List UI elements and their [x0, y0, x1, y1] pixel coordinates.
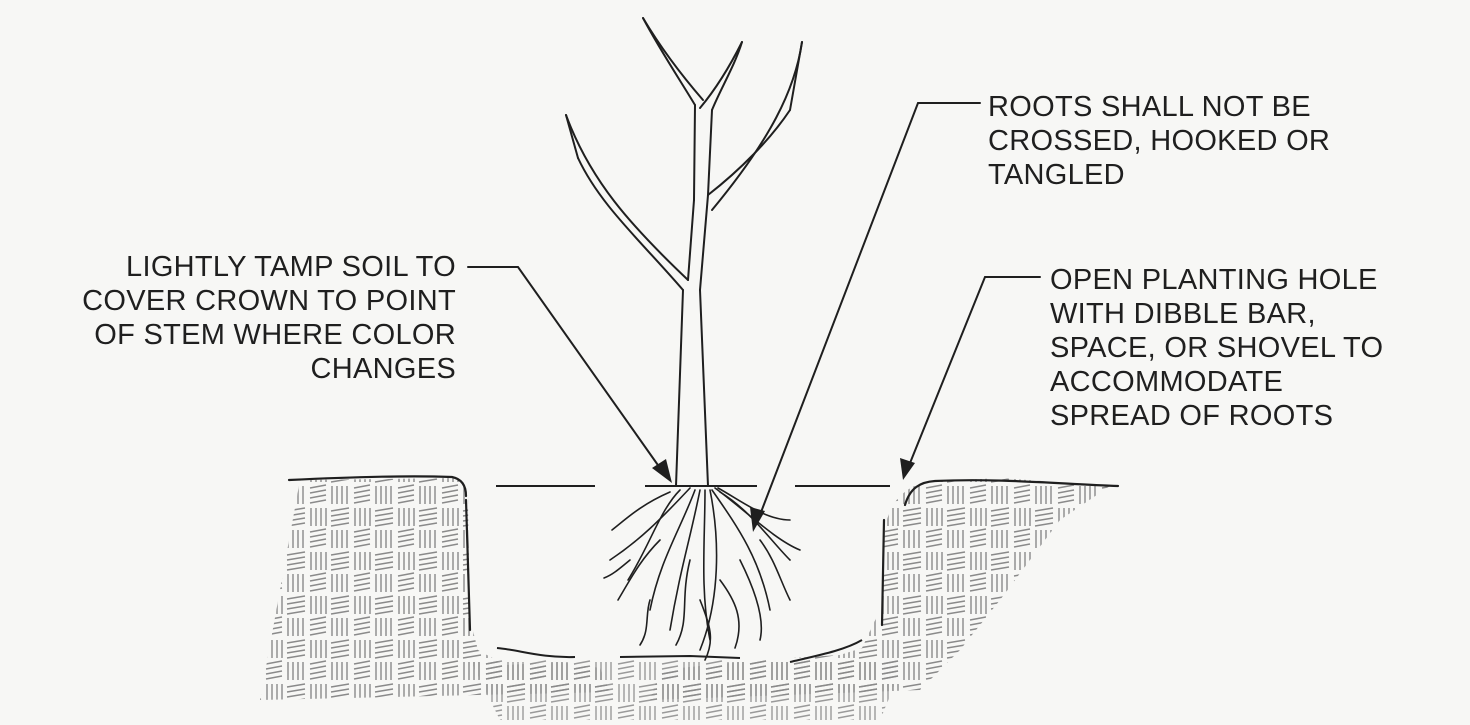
callout-tamp-soil-line-1: LIGHTLY TAMP SOIL TO	[40, 250, 456, 284]
callout-planting-hole-line-3: SPACE, OR SHOVEL TO	[1050, 331, 1383, 365]
callout-planting-hole-line-5: SPREAD OF ROOTS	[1050, 399, 1383, 433]
callout-planting-hole-line-2: WITH DIBBLE BAR,	[1050, 297, 1383, 331]
callout-roots-line-1: ROOTS SHALL NOT BE	[988, 90, 1330, 124]
callout-roots-line-3: TANGLED	[988, 158, 1330, 192]
callout-roots: ROOTS SHALL NOT BE CROSSED, HOOKED OR TA…	[988, 90, 1330, 192]
leader-arrowheads	[652, 458, 915, 532]
callout-tamp-soil: LIGHTLY TAMP SOIL TO COVER CROWN TO POIN…	[40, 250, 456, 386]
callout-planting-hole: OPEN PLANTING HOLE WITH DIBBLE BAR, SPAC…	[1050, 263, 1383, 433]
callout-planting-hole-line-1: OPEN PLANTING HOLE	[1050, 263, 1383, 297]
hole-bottom	[497, 640, 862, 662]
callout-tamp-soil-line-2: COVER CROWN TO POINT	[40, 284, 456, 318]
callout-planting-hole-line-4: ACCOMMODATE	[1050, 365, 1383, 399]
callout-tamp-soil-line-3: OF STEM WHERE COLOR	[40, 318, 456, 352]
bottom-soil	[470, 660, 905, 720]
leader-lines	[468, 103, 1040, 520]
seedling-stem	[566, 18, 802, 486]
callout-roots-line-2: CROSSED, HOOKED OR	[988, 124, 1330, 158]
callout-tamp-soil-line-4: CHANGES	[40, 352, 456, 386]
root-system	[604, 488, 800, 660]
